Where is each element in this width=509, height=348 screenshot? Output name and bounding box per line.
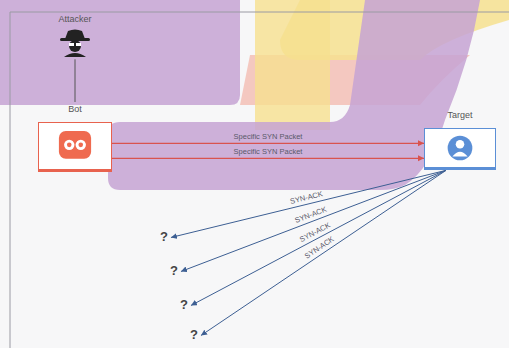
unknown-host: ? [160,230,168,245]
connector [201,170,446,335]
unknown-host: ? [180,298,188,313]
user-icon [425,129,495,167]
attacker-node: Attacker [42,14,108,57]
connector [112,158,424,159]
robot-icon [39,123,111,169]
unknown-host: ? [170,264,178,279]
question-mark: ? [180,298,188,313]
node-label: Target [424,110,496,120]
bot-laptop [38,122,112,172]
node-label: Attacker [42,14,108,24]
connector [191,170,446,305]
connector [181,170,446,271]
edge-label: SYN-ACK [290,190,324,206]
unknown-host: ? [190,328,198,343]
bot-node: Bot [38,104,112,172]
question-mark: ? [170,264,178,279]
connector [171,170,446,237]
question-mark: ? [160,230,168,245]
connector [75,59,76,102]
frame-line [10,12,509,348]
hacker-icon [42,27,108,57]
target-node: Target [424,110,496,170]
edge-label: Specific SYN Packet [234,133,303,141]
yellow-band-lower [255,0,330,130]
question-mark: ? [190,328,198,343]
purple-region [0,0,240,105]
target-laptop [424,128,496,170]
connector [112,143,424,144]
edge-label: Specific SYN Packet [234,148,303,156]
node-label: Bot [38,104,112,114]
